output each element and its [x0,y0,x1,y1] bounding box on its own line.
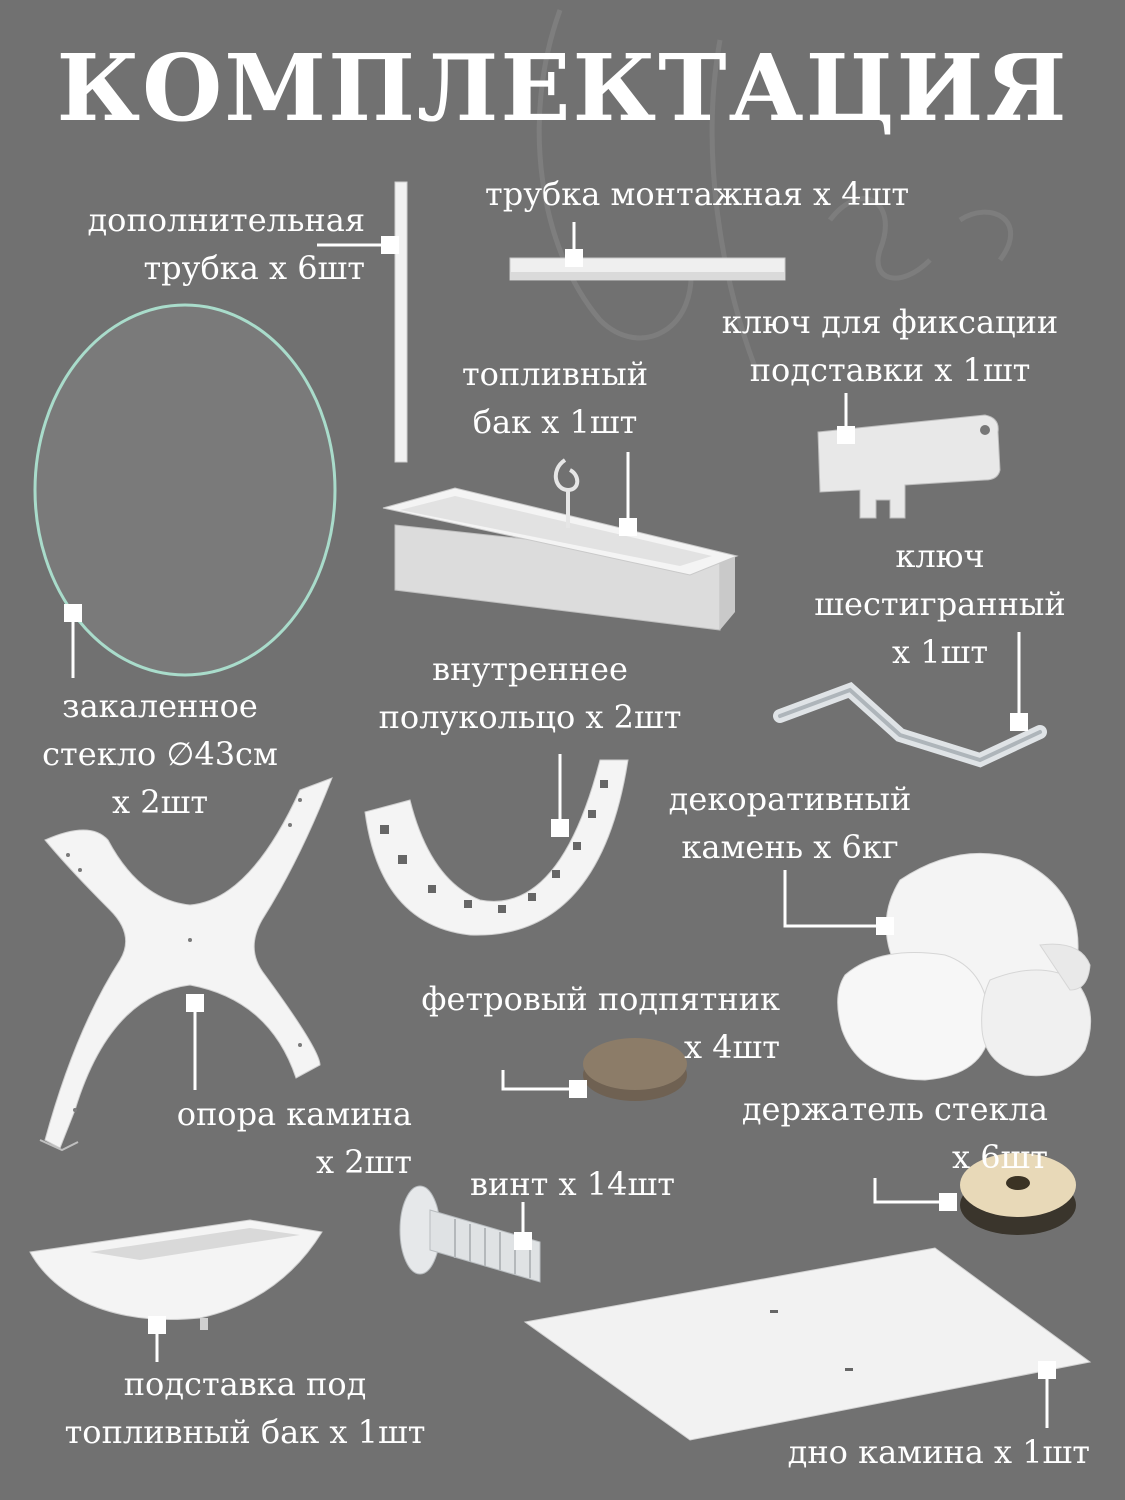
label-mount-tube: трубка монтажная x 4шт [485,175,910,213]
stand-key-image [817,414,1001,519]
label-base: дно камина x 1шт [787,1433,1090,1471]
watermark-logo [536,9,1014,381]
page-title: КОМПЛЕКТАЦИЯ [56,34,1069,142]
support-image [39,777,333,1152]
mount-tube-image [509,257,786,281]
half-ring-image [364,759,629,936]
glass-image [33,303,337,677]
fuel-tank-image [382,458,739,631]
felt-pad-image [583,1038,687,1101]
stone-image [837,852,1092,1081]
extra-tube-image [394,181,408,463]
hex-key-image [773,681,1047,768]
base-image [523,1247,1092,1441]
tank-stand-image [29,1219,323,1330]
callout-lines [71,222,1049,1428]
label-screw: винт x 14шт [470,1165,675,1203]
callout-markers [64,236,1056,1379]
glass-holder-image [960,1153,1076,1235]
